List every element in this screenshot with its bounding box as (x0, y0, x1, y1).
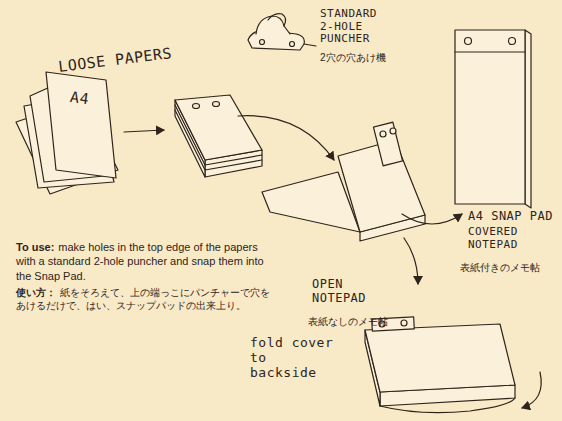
instruction-heading: 使い方： (16, 287, 56, 298)
part-label: STANDARD 2-HOLE PUNCHER (320, 8, 392, 46)
product-label: COVERED NOTEPAD (468, 226, 548, 251)
instruction-note: To use:make holes in the top edge of the… (16, 240, 278, 283)
product-label: A4 SNAP PAD (468, 210, 553, 224)
state-label: OPEN NOTEPAD (312, 278, 386, 306)
part-label-ja: 2穴の穴あけ機 (320, 52, 386, 64)
instruction-heading: To use: (16, 241, 54, 253)
product-label-ja: 表紙付きのメモ帖 (460, 262, 540, 274)
sheet-label: A4 (69, 89, 90, 109)
state-label-ja: 表紙なしのメモ帖 (308, 316, 388, 328)
instruction-note-ja: 使い方：紙をそろえて、上の端っこにパンチャーで穴をあけるだけで、はい、スナップパ… (16, 286, 278, 312)
title-label: LOOSE PAPERS (57, 45, 173, 76)
step-label: fold cover to backside (250, 336, 338, 381)
